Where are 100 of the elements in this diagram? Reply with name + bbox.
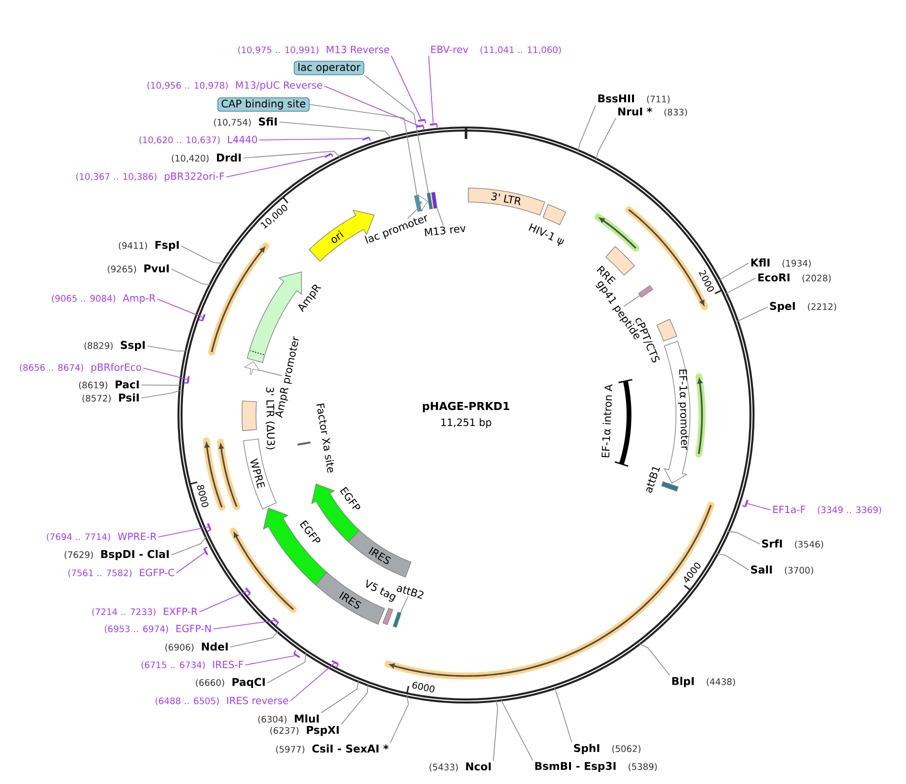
enzyme-site-label: (5433) NcoI [430,762,491,772]
primer-mark [416,124,424,130]
leader-line [492,699,498,762]
leader-line [595,118,616,161]
leader-line [258,138,364,140]
leader-line [716,553,750,570]
primer-mark [203,546,208,556]
primer-label: (6715 .. 6734) IRES-F [142,660,244,670]
leader-line [226,156,326,178]
leader-line [746,503,772,510]
leader-line [724,278,756,295]
primer-label: (6488 .. 6505) IRES reverse [156,696,288,706]
feature-label: Factor Xa site [316,403,334,473]
enzyme-site-label: SrfI (3546) [762,539,824,549]
enzyme-site-label: SpeI (2212) [770,302,836,312]
leader-line [428,55,434,124]
leader-line [156,298,204,318]
feature-label: attB2 [396,586,424,599]
primer-mark [184,376,190,384]
feature-marker [638,285,654,298]
primer-label: (10,367 .. 10,386) pBR322ori-F [76,172,224,182]
enzyme-site-label: (10,420) DrdI [172,153,241,163]
primer-label: (9065 .. 9084) Amp-R [52,294,156,304]
enzyme-site-label: (9265) PvuI [108,264,169,274]
leader-line [242,150,342,158]
leader-line [198,590,248,612]
feature-label: attB1 [646,467,660,493]
enzyme-site-label: (8619) PacI [79,380,139,390]
primer-label: (8656 .. 8674) pBRforEco [20,363,142,373]
enzyme-site-label: NruI * (833) [618,107,687,117]
leader-line [554,686,572,743]
leader-line [230,630,279,648]
primer-label: (10,956 .. 10,978) M13/pUC Reverse [147,81,322,91]
leader-line [176,552,206,574]
leader-line [180,246,224,264]
enzyme-site-label: (6237) PspXI [270,726,339,736]
leader-line [142,368,188,380]
enzyme-site-label: (9411) FspI [118,241,179,251]
primer-label: (10,620 .. 10,637) L4440 [139,136,258,144]
leader-line [258,370,282,376]
leader-line [390,55,422,120]
tick-label: 2000 [698,270,714,292]
leader-line [638,643,670,676]
leader-line [577,104,596,152]
leader-line [309,104,418,196]
primer-mark [418,118,426,124]
enzyme-site-label: SphI (5062) [574,744,640,754]
primer-mark [198,314,206,322]
enzyme-site-label: (8572) PsiI [82,393,139,403]
leader-line [726,530,760,544]
primer-mark [293,650,300,658]
primer-mark [245,587,251,596]
primer-mark [362,136,371,141]
feature-marker [431,192,438,209]
primer-label: (7694 .. 7714) WPRE-R [46,532,156,542]
feature-marker [426,192,433,210]
enzyme-site-label: KflI (1934) [751,258,811,268]
leader-line [718,262,750,282]
feature-tag: CAP binding site [217,97,310,112]
feature-label: EF-1α intron A [602,384,612,458]
leader-line [390,694,409,744]
primer-mark [324,152,334,158]
feature-box: IRES [348,530,412,578]
primer-mark [430,123,438,128]
leader-line [170,268,212,286]
enzyme-site-label: (8829) SspI [84,340,145,352]
primer-label: (10,975 .. 10,991) M13 Reverse [238,46,390,54]
leader-line [158,526,209,538]
leader-line [340,683,369,725]
enzyme-site-label: (10,754) SfiI [214,117,277,127]
feature-marker [392,612,402,628]
feature-marker [244,361,260,375]
enzyme-site-label: SalI (3700) [751,565,814,575]
leader-line [736,306,768,322]
enzyme-site-label: BlpI (4438) [672,676,735,688]
enzyme-site-label: (7629) BspDI - ClaI [64,550,169,560]
primer-mark [742,500,748,508]
tick-label: 6000 [412,682,434,692]
enzyme-site-label: BssHII (711) [598,94,670,104]
enzyme-site-label: (6906) NdeI [165,642,228,652]
leader-line [140,390,182,398]
primer-mark [272,617,279,626]
primer-mark [206,523,212,532]
primer-label: EF1a-F (3349 .. 3369) [773,506,882,514]
leader-line [407,206,421,220]
feature-label: M13 rev [424,226,466,236]
feature-box: 3' LTR [468,188,546,216]
primer-mark [332,660,339,668]
leader-line [400,596,409,614]
enzyme-site-label: (6660) PaqCI [196,678,265,688]
leader-line [320,680,360,714]
enzyme-site-label: BsmBI - Esp3I (5389) [535,762,657,772]
enzyme-site-label: EcoRI (2028) [758,274,831,282]
enzyme-site-label: (5977) CsiI - SexAI * [276,744,388,754]
leader-line [436,208,444,226]
leader-line [212,620,275,630]
leader-line [623,295,640,307]
primer-label: (7214 .. 7233) EXFP-R [92,608,198,616]
leader-line [290,662,335,702]
feature-tag: lac operator [294,60,364,76]
